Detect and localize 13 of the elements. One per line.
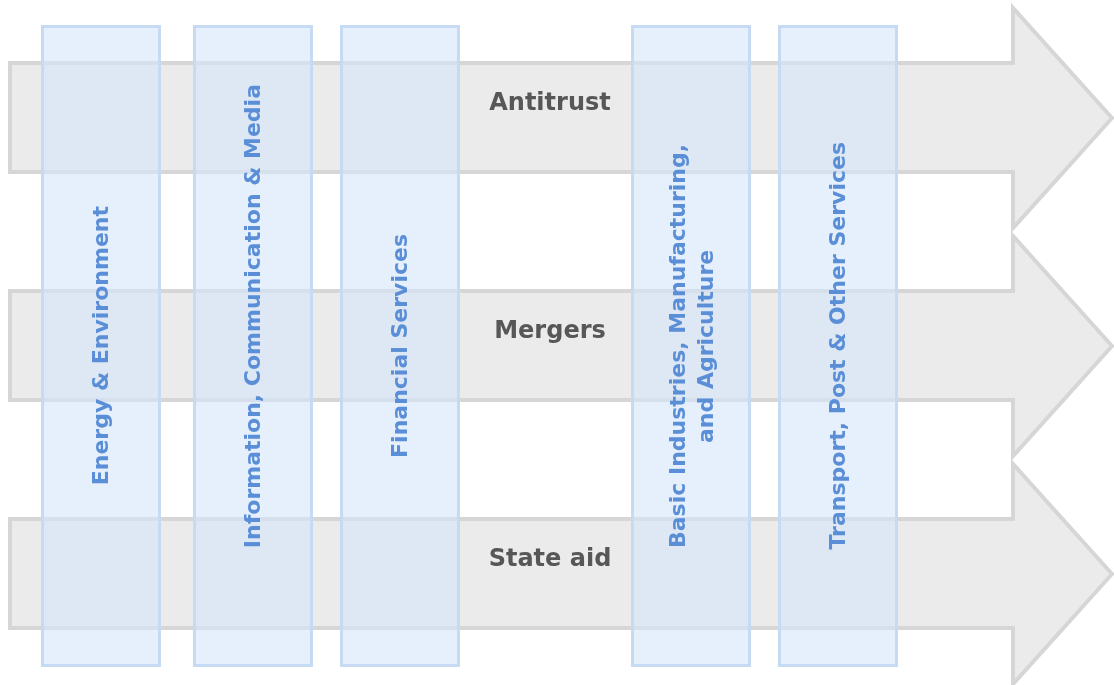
sector-column [41, 25, 161, 667]
band-label: Antitrust [488, 88, 612, 116]
band-label: Mergers [493, 316, 607, 344]
sector-column [631, 25, 751, 667]
column-label: Information, Communication & Media [239, 83, 267, 549]
sector-column [778, 25, 898, 667]
column-label: Financial Services [386, 234, 414, 458]
band-label: State aid [487, 544, 613, 572]
sector-column [340, 25, 460, 667]
column-label: Energy & Environment [87, 206, 115, 486]
column-label: Transport, Post & Other Services [824, 142, 852, 550]
column-label: Basic Industries, Manufacturing, and Agriculture [663, 142, 718, 551]
sector-column [193, 25, 313, 667]
